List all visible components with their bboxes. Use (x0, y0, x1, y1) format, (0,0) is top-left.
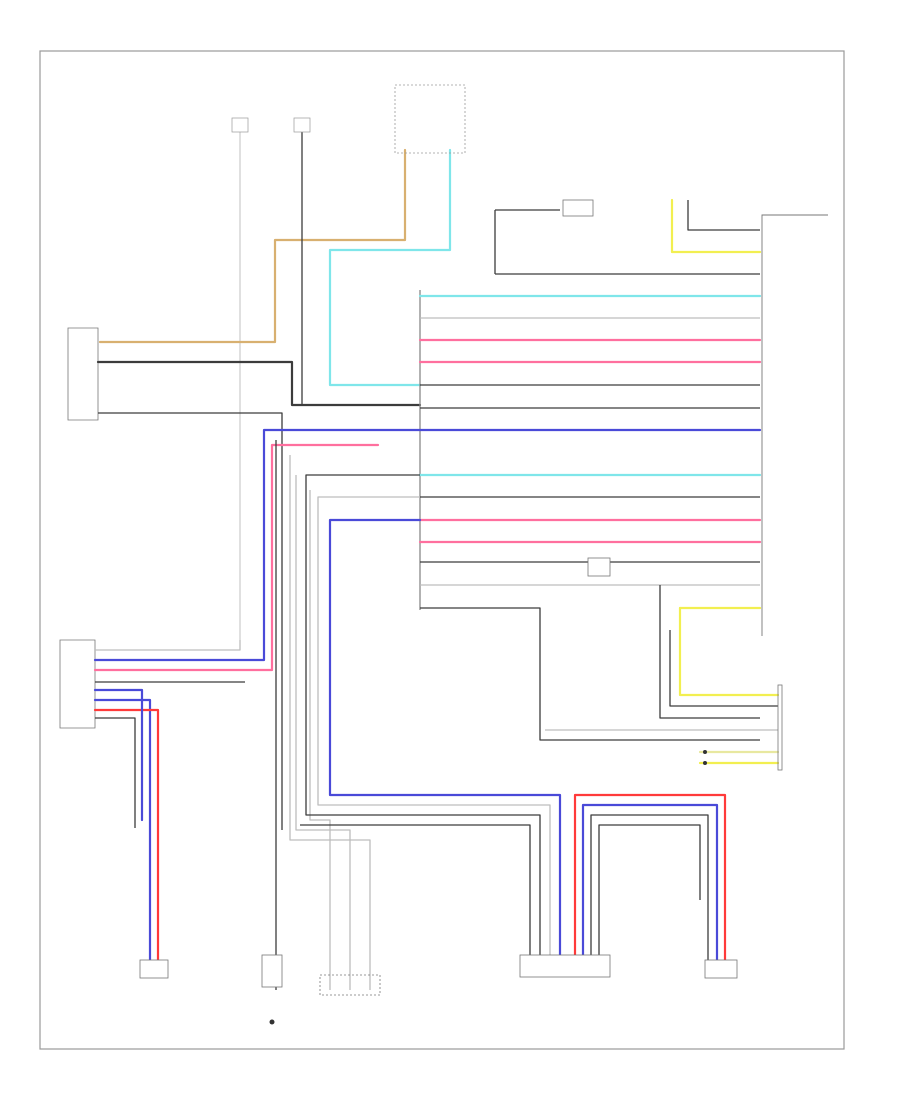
right-bottom-harness (573, 793, 727, 962)
central-splice-block (418, 199, 762, 741)
right-ecu-connector (659, 198, 828, 719)
top-fuse-feeds (98, 84, 466, 640)
lower-right-connector (545, 606, 783, 771)
left-lower-connector (59, 428, 422, 962)
gray-bundle (275, 440, 562, 990)
diagram-frame (39, 50, 845, 1050)
left-connector-top (67, 327, 422, 830)
bottom-connectors (139, 954, 738, 1025)
